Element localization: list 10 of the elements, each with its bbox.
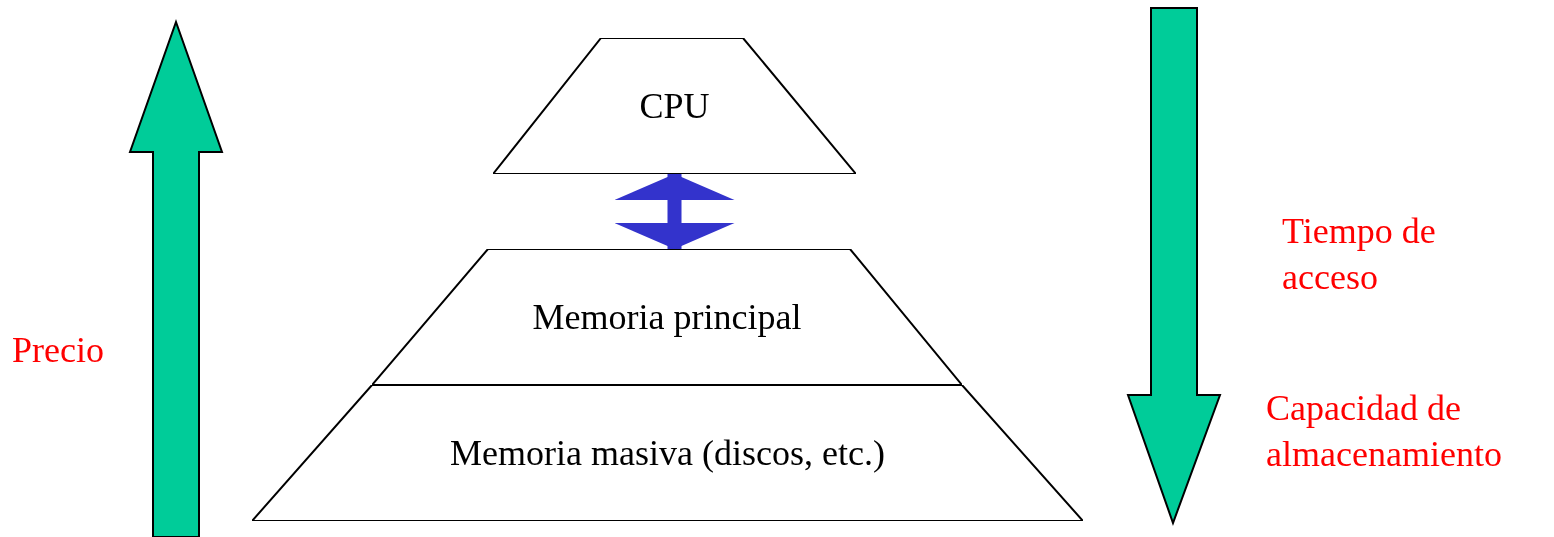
axis-label: Precio [12, 329, 105, 372]
double-arrow [614, 174, 735, 249]
node-label: Memoria principal [532, 296, 802, 338]
node-label: CPU [639, 85, 710, 127]
trapezoid-box [493, 38, 856, 174]
axis-label: Tiempo de acceso [1282, 210, 1437, 299]
trapezoid-box [372, 249, 962, 385]
node-label: Memoria masiva (discos, etc.) [450, 432, 885, 474]
axis-label: Capacidad de almacenamiento [1266, 387, 1503, 476]
trapezoid-box [252, 385, 1083, 521]
